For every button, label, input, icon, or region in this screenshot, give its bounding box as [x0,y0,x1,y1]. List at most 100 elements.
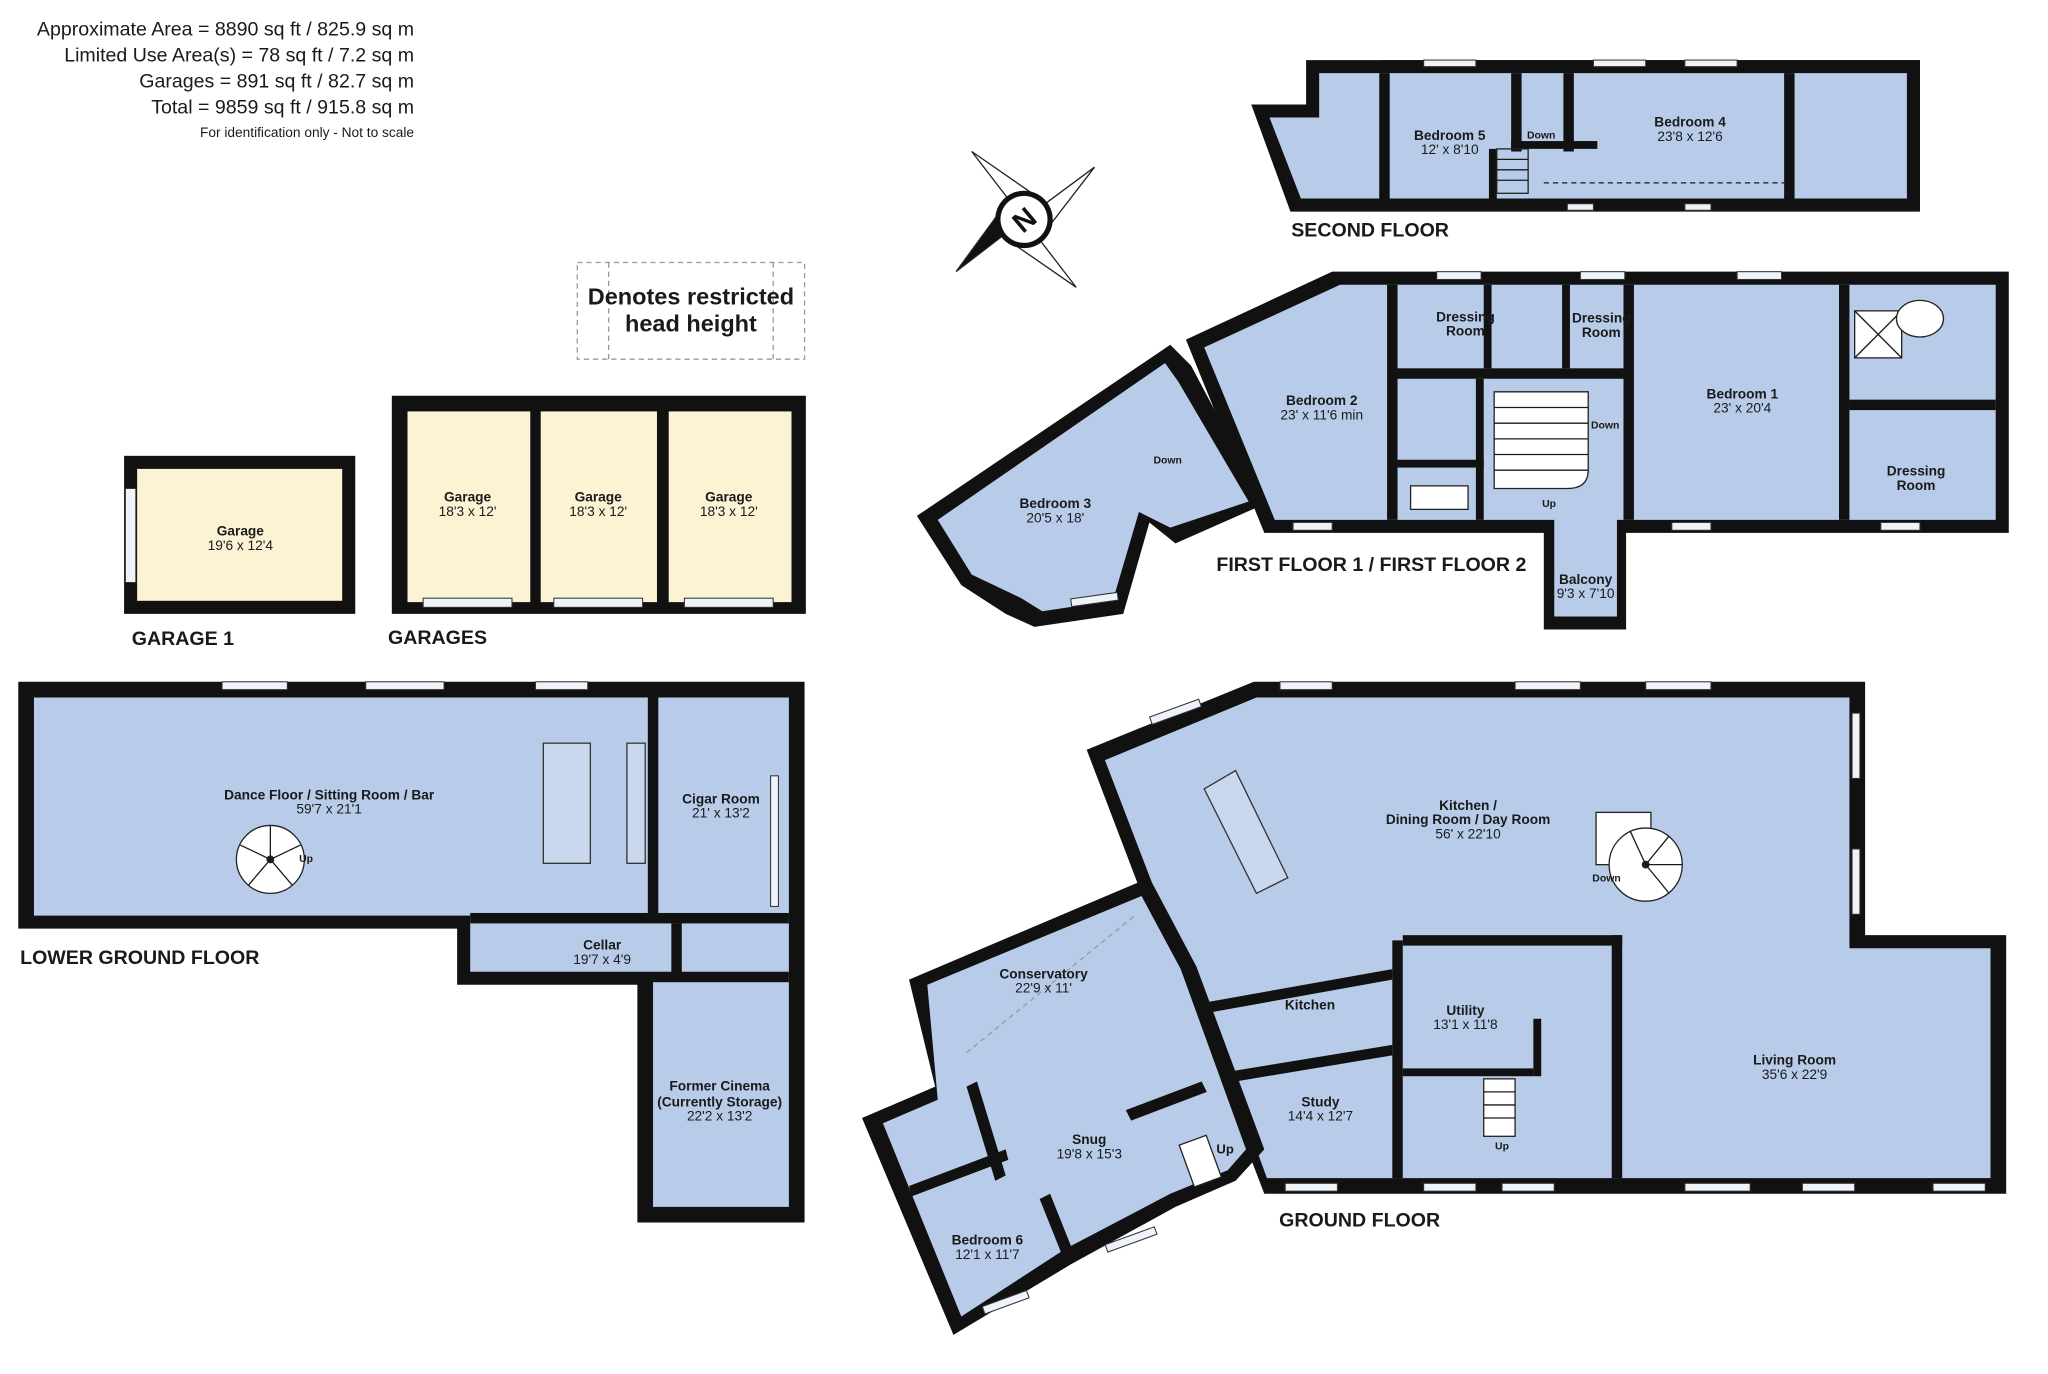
legend-line-1: Denotes restricted [588,283,794,309]
floor-label-first: FIRST FLOOR 1 / FIRST FLOOR 2 [1216,554,1526,576]
floor-label-second: SECOND FLOOR [1291,219,1449,241]
stair-up-label-ground-main: Up [1495,1141,1509,1152]
svg-text:Dance Floor / Sitting Room / B: Dance Floor / Sitting Room / Bar [224,787,435,802]
svg-text:Kitchen: Kitchen [1285,998,1335,1013]
svg-text:Bedroom 2: Bedroom 2 [1286,393,1358,408]
svg-text:Dressing: Dressing [1572,311,1631,326]
svg-text:21' x 13'2: 21' x 13'2 [692,806,750,821]
svg-text:19'7 x 4'9: 19'7 x 4'9 [573,952,631,967]
room-living-room: Living Room 35'6 x 22'9 [1753,1052,1836,1081]
room-garage-1: Garage 19'6 x 12'4 [208,524,274,553]
svg-text:18'3 x 12': 18'3 x 12' [569,504,627,519]
svg-text:22'2 x 13'2: 22'2 x 13'2 [687,1109,752,1124]
svg-text:23' x 11'6 min: 23' x 11'6 min [1280,407,1363,422]
restricted-height-legend: Denotes restricted head height [576,261,806,360]
second-floor: Down Bedroom 5 12' x 8'10 Bedroom 4 23'8… [1251,59,1920,241]
svg-text:Bedroom 6: Bedroom 6 [952,1233,1024,1248]
stair-up-label-first: Up [1542,499,1556,510]
svg-text:14'4 x 12'7: 14'4 x 12'7 [1288,1109,1353,1124]
limited-use-area-text: Limited Use Area(s) = 78 sq ft / 7.2 sq … [64,44,414,66]
legend-box [576,261,806,360]
svg-text:18'3 x 12': 18'3 x 12' [439,504,497,519]
room-dressing-1: Dressing Room [1436,309,1495,338]
not-to-scale-note: For identification only - Not to scale [200,125,414,140]
legend-line-2: head height [625,311,757,337]
svg-text:Room: Room [1446,324,1485,339]
room-kitchen-dining: Kitchen / Dining Room / Day Room 56' x 2… [1386,798,1550,842]
svg-text:Kitchen /: Kitchen / [1439,798,1497,813]
svg-text:Room: Room [1582,325,1621,340]
room-garage-a: Garage 18'3 x 12' [439,490,497,519]
svg-text:Snug: Snug [1072,1132,1106,1147]
room-utility: Utility 13'1 x 11'8 [1433,1003,1498,1032]
svg-text:Garage: Garage [217,524,265,539]
lower-ground-floor: Up Dance Floor / Sitting Room / Bar 59'7… [18,681,805,1223]
room-dressing-2: Dressing Room [1572,311,1631,340]
svg-text:Bedroom 3: Bedroom 3 [1020,496,1092,511]
floor-label-ground: GROUND FLOOR [1279,1209,1440,1231]
stair-down-label: Down [1527,130,1555,141]
svg-text:18'3 x 12': 18'3 x 12' [700,504,758,519]
stair-down-label-ground: Down [1592,874,1620,885]
ground-floor: Down Up Up Kitchen / Dining Room / Day R… [862,681,2007,1335]
svg-text:Study: Study [1301,1094,1339,1109]
svg-text:Bedroom 5: Bedroom 5 [1414,128,1486,143]
svg-text:35'6 x 22'9: 35'6 x 22'9 [1762,1067,1827,1082]
svg-text:23'8 x 12'6: 23'8 x 12'6 [1657,129,1723,144]
svg-text:20'5 x 18': 20'5 x 18' [1026,510,1084,525]
room-bedroom-6: Bedroom 6 12'1 x 11'7 [952,1233,1024,1262]
svg-text:(Currently Storage): (Currently Storage) [657,1094,782,1109]
svg-text:12' x 8'10: 12' x 8'10 [1421,142,1479,157]
svg-text:Garage: Garage [444,490,492,505]
svg-text:Garage: Garage [705,490,753,505]
stair-down-label-main: Down [1591,420,1619,431]
svg-text:22'9 x 11': 22'9 x 11' [1015,981,1072,996]
svg-text:23' x 20'4: 23' x 20'4 [1713,401,1771,416]
svg-text:Dressing: Dressing [1436,309,1495,324]
floor-label-garage-1: GARAGE 1 [132,628,234,650]
svg-text:Cigar Room: Cigar Room [682,791,760,806]
svg-text:19'8 x 15'3: 19'8 x 15'3 [1057,1147,1123,1162]
room-bedroom-3: Bedroom 3 20'5 x 18' [1020,496,1092,525]
svg-text:Room: Room [1897,478,1936,493]
room-bedroom-4: Bedroom 4 23'8 x 12'6 [1654,115,1726,144]
svg-text:Bedroom 4: Bedroom 4 [1654,115,1726,130]
room-garage-b: Garage 18'3 x 12' [569,490,627,519]
approximate-area-text: Approximate Area = 8890 sq ft / 825.9 sq… [37,18,414,40]
compass-rose: N [955,150,1096,288]
room-bedroom-5: Bedroom 5 12' x 8'10 [1414,128,1486,157]
svg-text:Bedroom 1: Bedroom 1 [1707,386,1779,401]
svg-text:Dressing: Dressing [1887,463,1946,478]
garage-1-floor: Garage 19'6 x 12'4 GARAGE 1 [124,455,356,650]
room-bedroom-1: Bedroom 1 23' x 20'4 [1707,386,1779,415]
room-bedroom-2: Bedroom 2 23' x 11'6 min [1280,393,1363,422]
svg-text:9'3 x 7'10: 9'3 x 7'10 [1557,586,1615,601]
floor-label-lower-ground: LOWER GROUND FLOOR [20,947,259,969]
svg-text:Cellar: Cellar [583,938,622,953]
svg-text:Balcony: Balcony [1559,572,1613,587]
garages-area-text: Garages = 891 sq ft / 82.7 sq m [139,71,414,93]
room-study: Study 14'4 x 12'7 [1288,1094,1353,1123]
room-cigar-room: Cigar Room 21' x 13'2 [682,791,760,820]
stair-down-label-b3: Down [1153,456,1181,467]
room-snug: Snug 19'8 x 15'3 [1057,1132,1123,1161]
svg-text:Former Cinema: Former Cinema [669,1079,770,1094]
svg-text:12'1 x 11'7: 12'1 x 11'7 [955,1247,1019,1262]
room-dance-floor: Dance Floor / Sitting Room / Bar 59'7 x … [224,787,435,816]
first-floor: Bedroom 2 23' x 11'6 min Bedroom 1 23' x… [916,271,2009,630]
stair-up-label-lower: Up [299,854,313,865]
svg-text:56' x 22'10: 56' x 22'10 [1435,827,1501,842]
svg-text:Conservatory: Conservatory [999,966,1088,981]
room-cellar: Cellar 19'7 x 4'9 [573,938,631,967]
room-garage-c: Garage 18'3 x 12' [700,490,758,519]
svg-text:13'1 x 11'8: 13'1 x 11'8 [1433,1017,1498,1032]
stair-up-label-snug: Up [1216,1141,1233,1156]
svg-text:Utility: Utility [1446,1003,1484,1018]
room-kitchen: Kitchen [1285,998,1335,1013]
room-conservatory: Conservatory 22'9 x 11' [999,966,1088,995]
room-former-cinema: Former Cinema (Currently Storage) 22'2 x… [657,1079,782,1124]
floor-label-garages: GARAGES [388,627,487,649]
garages-floor: Garage 18'3 x 12' Garage 18'3 x 12' Gara… [388,395,806,649]
